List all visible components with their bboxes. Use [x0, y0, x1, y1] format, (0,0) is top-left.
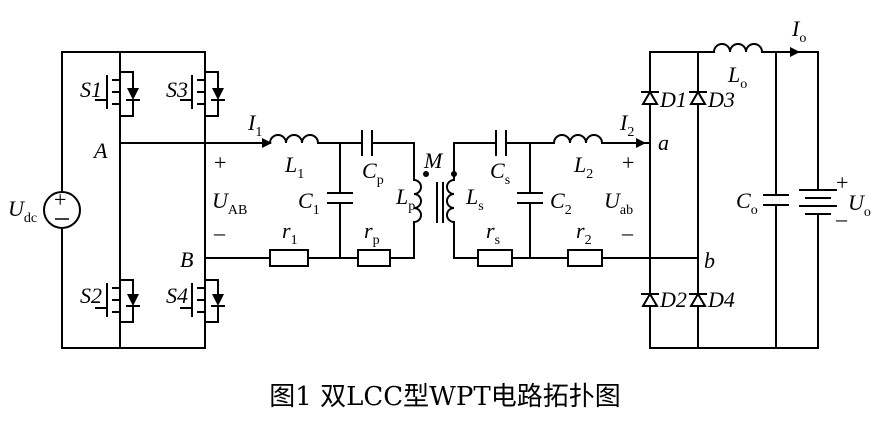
C2-label: C2 [550, 188, 572, 218]
source-label: Udc [8, 196, 37, 226]
capacitor-cs [495, 130, 507, 156]
source-plus-sign: + [54, 187, 66, 212]
Uo-label: Uo [848, 190, 871, 220]
uab-plus: + [214, 150, 226, 175]
uab-sec-minus: – [621, 220, 634, 245]
figure-caption: 图1 双LCC型WPT电路拓扑图 [269, 382, 620, 412]
battery-load [799, 189, 837, 215]
resistor-r2 [567, 249, 603, 267]
Ls-label: Ls [465, 184, 484, 214]
Uab-label: Uab [604, 188, 633, 218]
i2-arrow [636, 138, 646, 148]
D4-label: D4 [707, 287, 735, 312]
L1-label: L1 [284, 152, 304, 182]
uab-sec-plus: + [622, 150, 634, 175]
uab-minus: – [213, 220, 226, 245]
inductor-ls [446, 178, 456, 224]
switch-s1 [95, 51, 140, 125]
D2-label: D2 [659, 287, 687, 312]
dc-source: + [43, 51, 81, 349]
Io-label: Io [791, 16, 806, 46]
diode-d2 [641, 292, 659, 307]
capacitor-c1 [327, 192, 353, 204]
switch-s1-label: S1 [80, 77, 102, 102]
r1-label: r1 [282, 218, 298, 248]
switch-s2 [95, 269, 140, 349]
inductor-lo [712, 43, 764, 54]
diode-d1 [641, 90, 659, 105]
node-b-label: b [704, 248, 715, 273]
inductor-l2 [552, 134, 604, 145]
rp-label: rp [364, 218, 380, 248]
L2-label: L2 [573, 152, 593, 182]
inductor-lp [412, 178, 422, 224]
Cs-label: Cs [490, 158, 510, 188]
switch-s4-label: S4 [166, 283, 188, 308]
node-a-label: a [658, 130, 669, 155]
capacitor-cp [361, 130, 373, 156]
I1-label: I1 [247, 110, 262, 140]
uo-minus: – [835, 206, 848, 231]
diode-d3 [689, 90, 707, 105]
io-arrow [790, 47, 800, 57]
diode-d4 [689, 292, 707, 307]
node-B-label: B [180, 247, 193, 272]
resistor-r1 [269, 249, 309, 267]
Lp-label: Lp [395, 184, 415, 214]
C1-label: C1 [298, 188, 320, 218]
switch-s3 [180, 51, 225, 125]
UAB-label: UAB [212, 188, 247, 218]
r2-label: r2 [576, 218, 592, 248]
Cp-label: Cp [362, 158, 384, 188]
capacitor-co [763, 194, 789, 206]
i1-arrow [262, 138, 272, 148]
D3-label: D3 [707, 87, 735, 112]
Lo-label: Lo [727, 62, 747, 92]
rs-label: rs [486, 218, 500, 248]
inductor-l1 [268, 134, 320, 145]
node-A-label: A [92, 138, 108, 163]
switch-s2-label: S2 [80, 283, 102, 308]
resistor-rs [477, 249, 513, 267]
I2-label: I2 [619, 110, 634, 140]
switch-s3-label: S3 [166, 77, 188, 102]
Co-label: Co [736, 188, 758, 218]
M-label: M [423, 148, 444, 173]
capacitor-c2 [517, 192, 543, 204]
uo-plus: + [836, 170, 848, 195]
resistor-rp [357, 249, 391, 267]
lp-dot [423, 171, 429, 177]
switch-s4 [180, 269, 225, 349]
D1-label: D1 [659, 87, 687, 112]
